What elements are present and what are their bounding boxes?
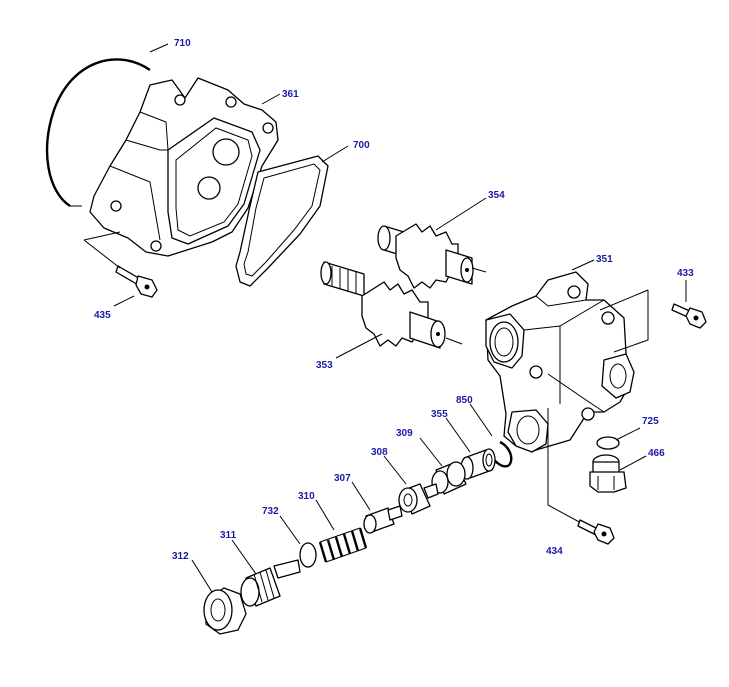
callout-311: 311	[220, 530, 237, 541]
leader-433-b	[613, 290, 649, 353]
leader-312	[191, 559, 213, 593]
leader-700	[321, 145, 349, 163]
callout-710: 710	[174, 38, 191, 49]
callout-433: 433	[677, 268, 694, 279]
callout-434: 434	[546, 546, 563, 557]
part-311-adjusting-screw	[240, 559, 301, 607]
callout-435: 435	[94, 310, 111, 321]
leader-353	[335, 333, 383, 359]
callout-725: 725	[642, 416, 659, 427]
part-433-bolt	[671, 303, 707, 329]
part-725-washer	[596, 436, 620, 450]
callout-307: 307	[334, 473, 351, 484]
leader-732	[279, 515, 301, 545]
leader-850	[469, 403, 493, 437]
leader-309	[419, 437, 443, 467]
callout-353: 353	[316, 360, 333, 371]
part-308-valve-seat	[398, 483, 439, 515]
callout-361: 361	[282, 89, 299, 100]
part-700-gasket	[235, 155, 329, 287]
callout-355: 355	[431, 409, 448, 420]
part-466-plug	[589, 454, 627, 493]
callout-312: 312	[172, 551, 189, 562]
callout-310: 310	[298, 491, 315, 502]
part-353-drive-gear	[320, 261, 463, 349]
leader-433-a	[599, 289, 649, 311]
callout-466: 466	[648, 448, 665, 459]
callout-308: 308	[371, 447, 388, 458]
leader-435-a	[83, 231, 121, 241]
callout-354: 354	[488, 190, 505, 201]
part-351-pump-body	[485, 271, 635, 453]
leader-308	[383, 455, 407, 485]
leader-310	[315, 499, 335, 531]
callout-732: 732	[262, 506, 279, 517]
leader-434	[547, 408, 595, 531]
leader-725	[615, 427, 641, 441]
part-732-o-ring	[299, 542, 317, 568]
callout-700: 700	[353, 140, 370, 151]
leader-710	[149, 43, 169, 53]
part-710-o-ring	[45, 58, 151, 208]
part-355-filter-screen	[460, 448, 496, 480]
leader-361	[261, 93, 281, 105]
leader-307	[351, 481, 371, 511]
part-309-sleeve	[431, 461, 467, 495]
part-312-cap-nut	[203, 587, 247, 635]
leader-355	[445, 417, 471, 453]
part-310-spring	[318, 527, 368, 563]
leader-354	[435, 197, 487, 231]
leader-311	[231, 539, 257, 575]
callout-351: 351	[596, 254, 613, 265]
leader-466	[619, 455, 647, 471]
part-435-bolt	[115, 265, 158, 298]
leader-351	[571, 259, 595, 271]
leader-435-b	[83, 239, 121, 269]
leader-435	[113, 295, 135, 307]
callout-850: 850	[456, 395, 473, 406]
part-361-pump-cover	[89, 77, 279, 257]
part-307-plunger	[363, 505, 403, 534]
part-434-bolt	[577, 519, 615, 545]
part-354-idler-gear	[377, 223, 487, 289]
callout-labels: 710 361 700 354 351 433 435 353 850 355 …	[94, 38, 694, 562]
callout-309: 309	[396, 428, 413, 439]
